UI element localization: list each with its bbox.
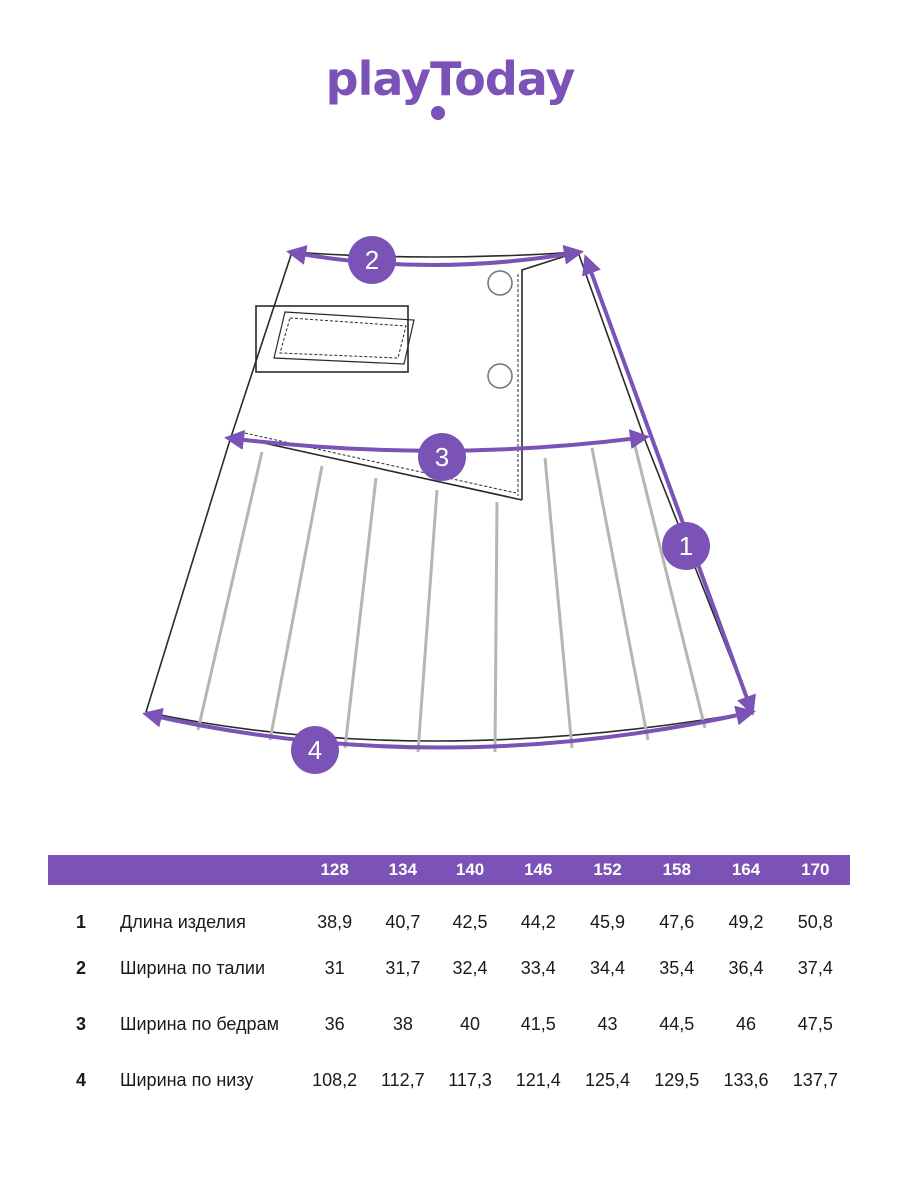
table-cell: 108,2	[312, 1069, 358, 1090]
table-row: 4 Ширина по низу 108,2 112,7 117,3 121,4…	[48, 1057, 850, 1103]
svg-text:2: 2	[365, 245, 379, 275]
svg-text:3: 3	[435, 442, 449, 472]
size-header: 134	[369, 855, 437, 885]
table-cell: 36	[324, 1013, 345, 1034]
table-cell: 38,9	[317, 911, 353, 932]
size-header: 170	[780, 855, 850, 885]
table-cell: 112,7	[380, 1069, 425, 1090]
table-cell: 40,7	[385, 911, 421, 932]
skirt-outline	[145, 251, 753, 742]
table-cell: 32,4	[452, 957, 488, 978]
marker-4: 4	[291, 726, 339, 774]
svg-text:4: 4	[308, 735, 322, 765]
table-cell: 44,2	[520, 911, 556, 932]
table-cell: 47,5	[797, 1013, 833, 1034]
table-cell: 129,5	[654, 1069, 700, 1090]
size-header: 146	[503, 855, 573, 885]
size-header: 128	[300, 855, 370, 885]
table-cell: 49,2	[728, 911, 764, 932]
table-cell: 31	[324, 957, 345, 978]
measure-line-1	[582, 254, 756, 716]
table-cell: 34,4	[590, 957, 626, 978]
logo-text: playToday	[325, 52, 576, 106]
table-cell: 35,4	[659, 957, 695, 978]
brand-logo: playToday	[0, 52, 900, 106]
row-label: Ширина по низу	[120, 1070, 254, 1090]
table-cell: 50,8	[797, 911, 833, 932]
row-number: 1	[76, 911, 87, 932]
size-header-row: 128 134 140 146 152 158 164 170	[48, 855, 850, 885]
table-cell: 117,3	[448, 1069, 492, 1090]
table-row	[48, 885, 850, 899]
size-chart-table: 128 134 140 146 152 158 164 170 1 Длина …	[48, 855, 850, 1103]
table-row: 1 Длина изделия 38,9 40,7 42,5 44,2 45,9…	[48, 899, 850, 945]
skirt-diagram: 2 3 1 4	[142, 236, 756, 774]
table-cell: 133,6	[723, 1069, 769, 1090]
table-cell: 47,6	[659, 911, 695, 932]
row-label: Длина изделия	[120, 912, 246, 932]
row-number: 2	[76, 957, 87, 978]
row-number: 3	[76, 1013, 87, 1034]
table-cell: 31,7	[385, 957, 421, 978]
table-cell: 121,4	[515, 1069, 561, 1090]
table-cell: 125,4	[585, 1069, 631, 1090]
table-cell: 43	[597, 1013, 618, 1034]
table-cell: 40	[460, 1013, 481, 1034]
size-header: 140	[436, 855, 504, 885]
table-cell: 44,5	[659, 1013, 695, 1034]
measure-line-2	[286, 244, 584, 267]
table-cell: 46	[736, 1013, 757, 1034]
size-header: 164	[711, 855, 781, 885]
table-cell: 33,4	[520, 957, 556, 978]
table-cell: 137,7	[792, 1069, 838, 1090]
table-cell: 41,5	[520, 1013, 556, 1034]
marker-1: 1	[662, 522, 710, 570]
svg-text:1: 1	[679, 531, 693, 561]
row-label: Ширина по талии	[120, 958, 265, 978]
measure-line-4	[142, 705, 756, 750]
table-cell: 36,4	[728, 957, 764, 978]
skirt-pleats	[196, 441, 707, 753]
table-cell: 37,4	[797, 957, 833, 978]
marker-3: 3	[418, 433, 466, 481]
marker-2: 2	[348, 236, 396, 284]
table-cell: 45,9	[590, 911, 626, 932]
row-label: Ширина по бедрам	[120, 1014, 279, 1034]
size-header: 158	[642, 855, 712, 885]
table-row: 3 Ширина по бедрам 36 38 40 41,5 43 44,5…	[48, 991, 850, 1057]
size-header: 152	[572, 855, 643, 885]
table-cell: 38	[392, 1013, 413, 1034]
row-number: 4	[76, 1069, 87, 1090]
logo-dot-icon	[431, 106, 445, 120]
table-cell: 42,5	[452, 911, 488, 932]
table-row: 2 Ширина по талии 31 31,7 32,4 33,4 34,4…	[48, 945, 850, 991]
measurement-lines	[142, 244, 756, 750]
